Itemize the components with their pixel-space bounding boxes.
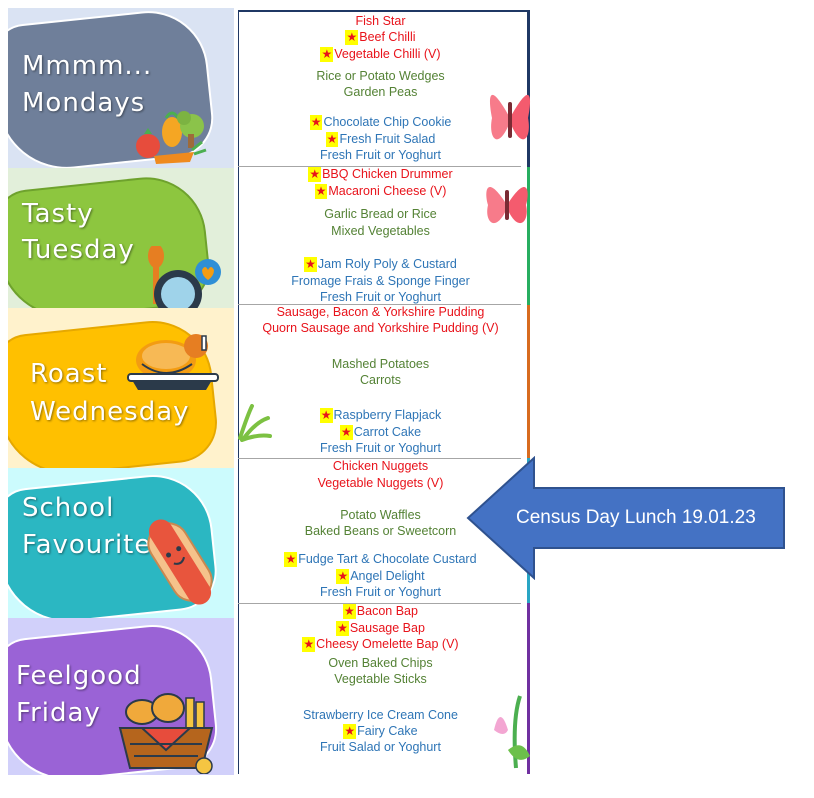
star-icon: ★ — [314, 184, 328, 199]
menu-item: ★Fudge Tart & Chocolate Custard — [284, 552, 477, 567]
friday-title-line1: Feelgood — [16, 661, 142, 691]
row-divider — [238, 304, 521, 305]
menu-item: ★Sausage Bap — [336, 621, 425, 636]
menu-item: Fresh Fruit or Yoghurt — [320, 290, 441, 304]
menu-item: Fruit Salad or Yoghurt — [320, 740, 441, 754]
menu-item: Strawberry Ice Cream Cone — [303, 708, 458, 722]
tuesday-title-line1: Tasty — [22, 199, 94, 229]
monday-accent-bar — [527, 10, 530, 167]
star-icon: ★ — [302, 637, 316, 652]
menu-item: Sausage, Bacon & Yorkshire Pudding — [276, 305, 485, 319]
menu-item: Chicken Nuggets — [332, 459, 429, 473]
star-icon: ★ — [319, 408, 333, 423]
star-icon: ★ — [308, 167, 322, 182]
menu-item: Garden Peas — [343, 85, 418, 99]
menu-item: ★Vegetable Chilli (V) — [320, 47, 441, 62]
menu-item: Fish Star — [355, 14, 406, 28]
tuesday-title-line2: Tuesday — [22, 235, 135, 265]
wednesday-title-line2: Wednesday — [30, 397, 190, 427]
leaves-icon — [238, 404, 272, 442]
wednesday-accent-bar — [527, 305, 530, 458]
menu-item: Vegetable Sticks — [334, 672, 427, 686]
monday-title-line2: Mondays — [22, 88, 146, 118]
menu-item: Rice or Potato Wedges — [316, 69, 445, 83]
menu-item: ★Carrot Cake — [339, 425, 422, 440]
menu-item: ★Cheesy Omelette Bap (V) — [302, 637, 459, 652]
butterfly-icon — [489, 94, 531, 140]
star-icon: ★ — [343, 724, 357, 739]
menu-item: Quorn Sausage and Yorkshire Pudding (V) — [262, 321, 499, 335]
picnic-basket-icon — [118, 693, 214, 774]
menu-item: Oven Baked Chips — [328, 656, 433, 670]
row-divider — [238, 603, 521, 604]
friday-title-line2: Friday — [16, 698, 101, 728]
tuesday-panel: Tasty Tuesday — [8, 168, 234, 308]
menu-item: Fresh Fruit or Yoghurt — [320, 148, 441, 162]
hot-dog-icon — [147, 519, 213, 605]
star-icon: ★ — [304, 257, 317, 272]
friday-accent-bar — [527, 603, 530, 774]
census-day-label: Census Day Lunch 19.01.23 — [516, 507, 756, 528]
star-icon: ★ — [343, 604, 356, 619]
menu-item: ★BBQ Chicken Drummer — [308, 167, 453, 182]
thursday-title-line2: Favourites — [22, 530, 166, 560]
menu-item: ★Fresh Fruit Salad — [325, 132, 436, 147]
monday-title-line1: Mmmm... — [22, 51, 153, 81]
roast-chicken-icon — [127, 334, 219, 390]
menu-item: Mashed Potatoes — [331, 357, 430, 371]
menu-item: Baked Beans or Sweetcorn — [304, 524, 457, 538]
menu-item: Fresh Fruit or Yoghurt — [320, 441, 441, 455]
butterfly-icon — [486, 186, 528, 224]
menu-item: Garlic Bread or Rice — [324, 207, 437, 221]
menu-item: ★Macaroni Cheese (V) — [314, 184, 447, 199]
menu-item: Fresh Fruit or Yoghurt — [320, 585, 441, 599]
menu-item: ★Raspberry Flapjack — [319, 408, 442, 423]
star-icon: ★ — [309, 115, 323, 130]
thursday-panel: School Favourites — [8, 468, 234, 618]
menu-item: ★Chocolate Chip Cookie — [309, 115, 452, 130]
row-divider — [238, 458, 521, 459]
vegetables-icon — [136, 111, 207, 164]
star-icon: ★ — [320, 47, 334, 62]
star-icon: ★ — [284, 552, 298, 567]
census-day-arrow — [466, 456, 785, 580]
menu-item: ★Fairy Cake — [343, 724, 418, 739]
menu-item: ★Bacon Bap — [343, 604, 418, 619]
menu-item: Carrots — [360, 373, 401, 387]
flower-icon — [494, 695, 530, 769]
menu-item: ★Angel Delight — [336, 569, 425, 584]
monday-panel: Mmmm... Mondays — [8, 8, 234, 168]
menu-item: ★Beef Chilli — [345, 30, 416, 45]
star-icon: ★ — [345, 30, 359, 45]
menu-item: Fromage Frais & Sponge Finger — [291, 274, 470, 288]
wednesday-panel: Roast Wednesday — [8, 308, 234, 468]
menu-item: ★Jam Roly Poly & Custard — [304, 257, 457, 272]
menu-column — [238, 10, 522, 774]
star-icon: ★ — [336, 621, 349, 636]
star-icon: ★ — [336, 569, 350, 584]
row-divider — [238, 166, 521, 167]
tuesday-accent-bar — [527, 167, 530, 305]
wednesday-title-line1: Roast — [30, 359, 108, 389]
menu-item: Vegetable Nuggets (V) — [317, 476, 444, 490]
star-icon: ★ — [325, 132, 339, 147]
menu-item: Potato Waffles — [340, 508, 421, 522]
friday-panel: Feelgood Friday — [8, 618, 234, 775]
menu-item: Mixed Vegetables — [331, 224, 430, 238]
thursday-title-line1: School — [22, 493, 115, 523]
star-icon: ★ — [339, 425, 353, 440]
plate-spoon-heart-icon — [148, 246, 221, 308]
menu-top-border — [238, 10, 528, 12]
